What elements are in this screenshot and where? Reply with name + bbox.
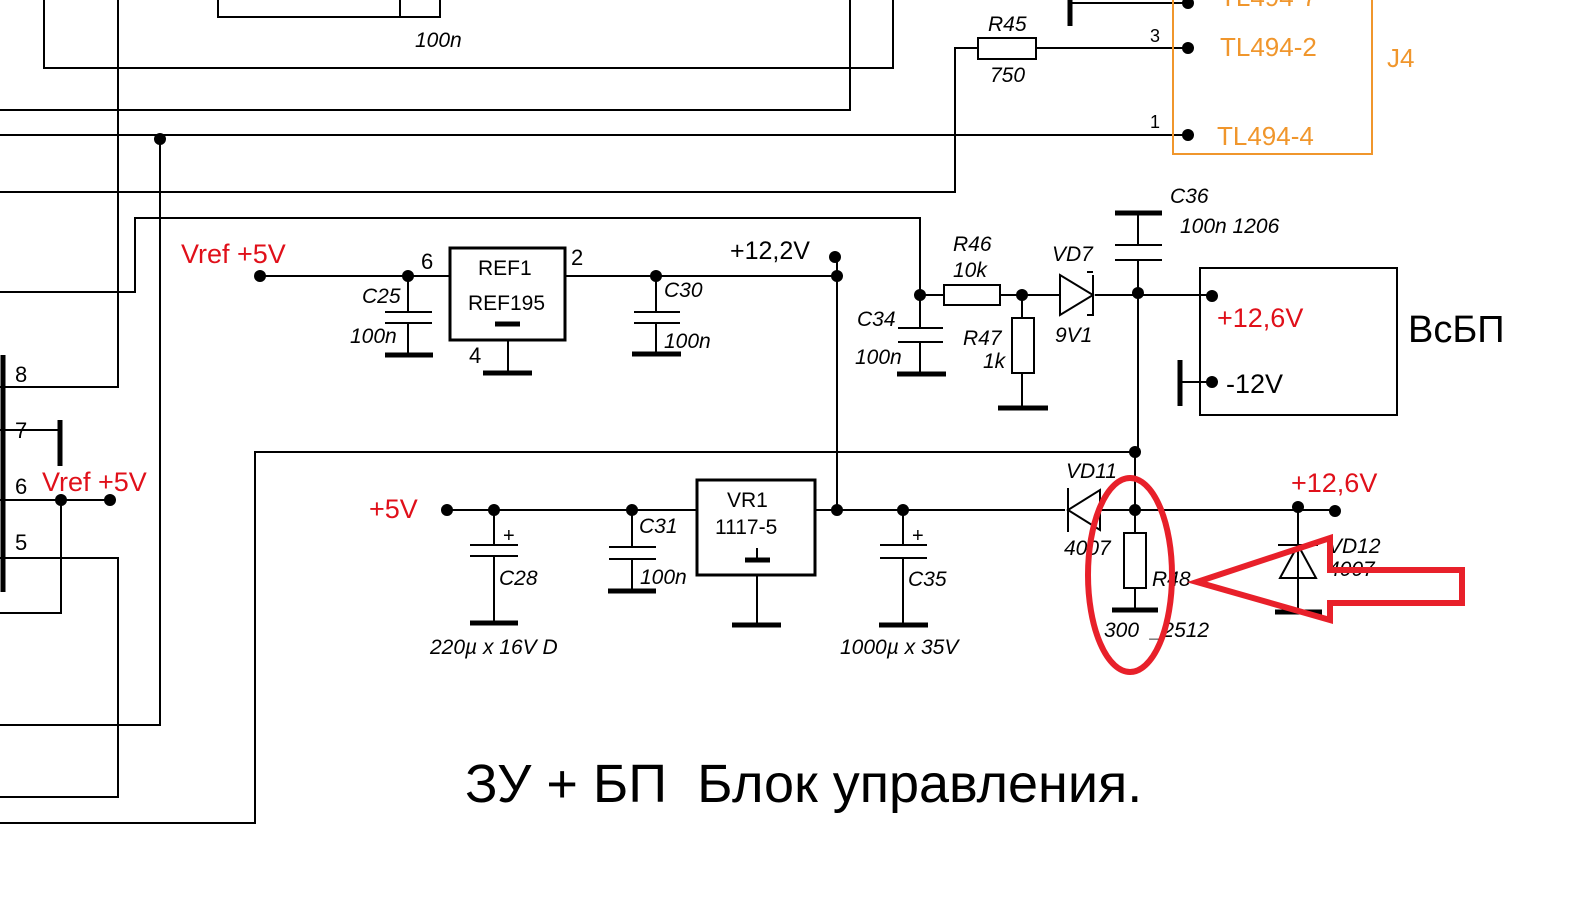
bsbp-label: ВсБП	[1408, 309, 1505, 351]
r47-value: 1k	[983, 350, 1007, 373]
c28-label: C28	[499, 567, 538, 590]
r48-value: 300 _2512	[1104, 619, 1209, 642]
c28-plus: +	[503, 525, 515, 547]
ref-pin-4: 4	[469, 343, 481, 368]
wires	[0, 0, 1335, 824]
r46-value: 10k	[953, 259, 988, 282]
resistor-r47	[1011, 317, 1035, 374]
c30-value: 100n	[664, 330, 711, 353]
zener-vd7	[1059, 271, 1095, 317]
c34-label: C34	[857, 308, 896, 331]
vref-label-2: Vref +5V	[42, 467, 147, 497]
diagram-title: ЗУ + БП Блок управления.	[465, 754, 1142, 814]
capacitor-c35	[880, 544, 927, 559]
ref-pin-6: 6	[421, 249, 433, 274]
resistor-r48	[1123, 532, 1147, 589]
labels: 100n R45 750 TL494-7 TL494-2 TL494-4 J4 …	[15, 0, 1505, 814]
c28-value: 220µ x 16V D	[429, 636, 558, 659]
module-bsbp	[1199, 267, 1398, 416]
c31-label: C31	[639, 515, 678, 538]
j4-pin-tl494-7: TL494-7	[1220, 0, 1317, 12]
c-top-value: 100n	[415, 29, 462, 52]
vr1-label: VR1	[727, 489, 768, 512]
c36-label: C36	[1170, 185, 1209, 208]
c25-label: C25	[362, 285, 401, 308]
j4-pin-tl494-4: TL494-4	[1217, 121, 1314, 151]
vd12-label: VD12	[1328, 535, 1381, 558]
vd7-value: 9V1	[1055, 324, 1092, 347]
c31-value: 100n	[640, 566, 687, 589]
capacitor-c31	[609, 546, 656, 560]
ic-pin-8: 8	[15, 362, 27, 387]
ref1-label: REF1	[478, 257, 532, 280]
capacitor-c36	[1115, 210, 1162, 261]
vref-label: Vref +5V	[181, 239, 286, 269]
c36-value: 100n 1206	[1180, 215, 1280, 238]
r46-label: R46	[953, 233, 992, 256]
c30-label: C30	[664, 279, 703, 302]
vd11-label: VD11	[1066, 460, 1117, 483]
regulator-vr1	[695, 478, 817, 577]
capacitor-c30	[634, 311, 680, 324]
capacitor-c34	[898, 327, 943, 343]
r47-label: R47	[963, 327, 1003, 350]
v122-label: +12,2V	[730, 237, 810, 265]
annotation	[1085, 475, 1465, 675]
highlight-ellipse	[1085, 475, 1175, 675]
ref195-label: REF195	[468, 292, 545, 315]
ic-pin-5: 5	[15, 530, 27, 555]
pin-num-3: 3	[1150, 26, 1160, 46]
resistor-r45	[977, 37, 1037, 60]
c35-label: C35	[908, 568, 947, 591]
pin-num-1: 1	[1150, 112, 1160, 132]
ic-ref1	[448, 246, 567, 342]
r45-value: 750	[990, 64, 1025, 87]
capacitor-c25	[385, 311, 432, 324]
connector-j4	[1172, 0, 1373, 155]
capacitor-c28	[470, 544, 518, 557]
vd7-label: VD7	[1052, 243, 1094, 266]
v5-label: +5V	[369, 494, 418, 524]
ic-pin-7: 7	[15, 418, 27, 443]
c34-value: 100n	[855, 346, 902, 369]
c35-value: 1000µ x 35V	[840, 636, 960, 659]
r45-label: R45	[988, 13, 1027, 36]
bsbp-minus-label: -12V	[1226, 369, 1283, 399]
j4-label: J4	[1387, 43, 1414, 73]
c35-plus: +	[912, 525, 924, 547]
arrow-annotation-icon	[1186, 533, 1465, 624]
j4-pin-tl494-2: TL494-2	[1220, 32, 1317, 62]
c25-value: 100n	[350, 325, 397, 348]
bsbp-plus-label: +12,6V	[1217, 303, 1303, 333]
v126-label: +12,6V	[1291, 468, 1377, 498]
ref-pin-2: 2	[571, 245, 583, 270]
resistor-r46	[943, 284, 1001, 306]
vr1-value: 1117-5	[715, 516, 777, 539]
ground-symbols	[385, 351, 1322, 628]
ic-pin-6: 6	[15, 474, 27, 499]
junction-dots	[55, 0, 1341, 517]
